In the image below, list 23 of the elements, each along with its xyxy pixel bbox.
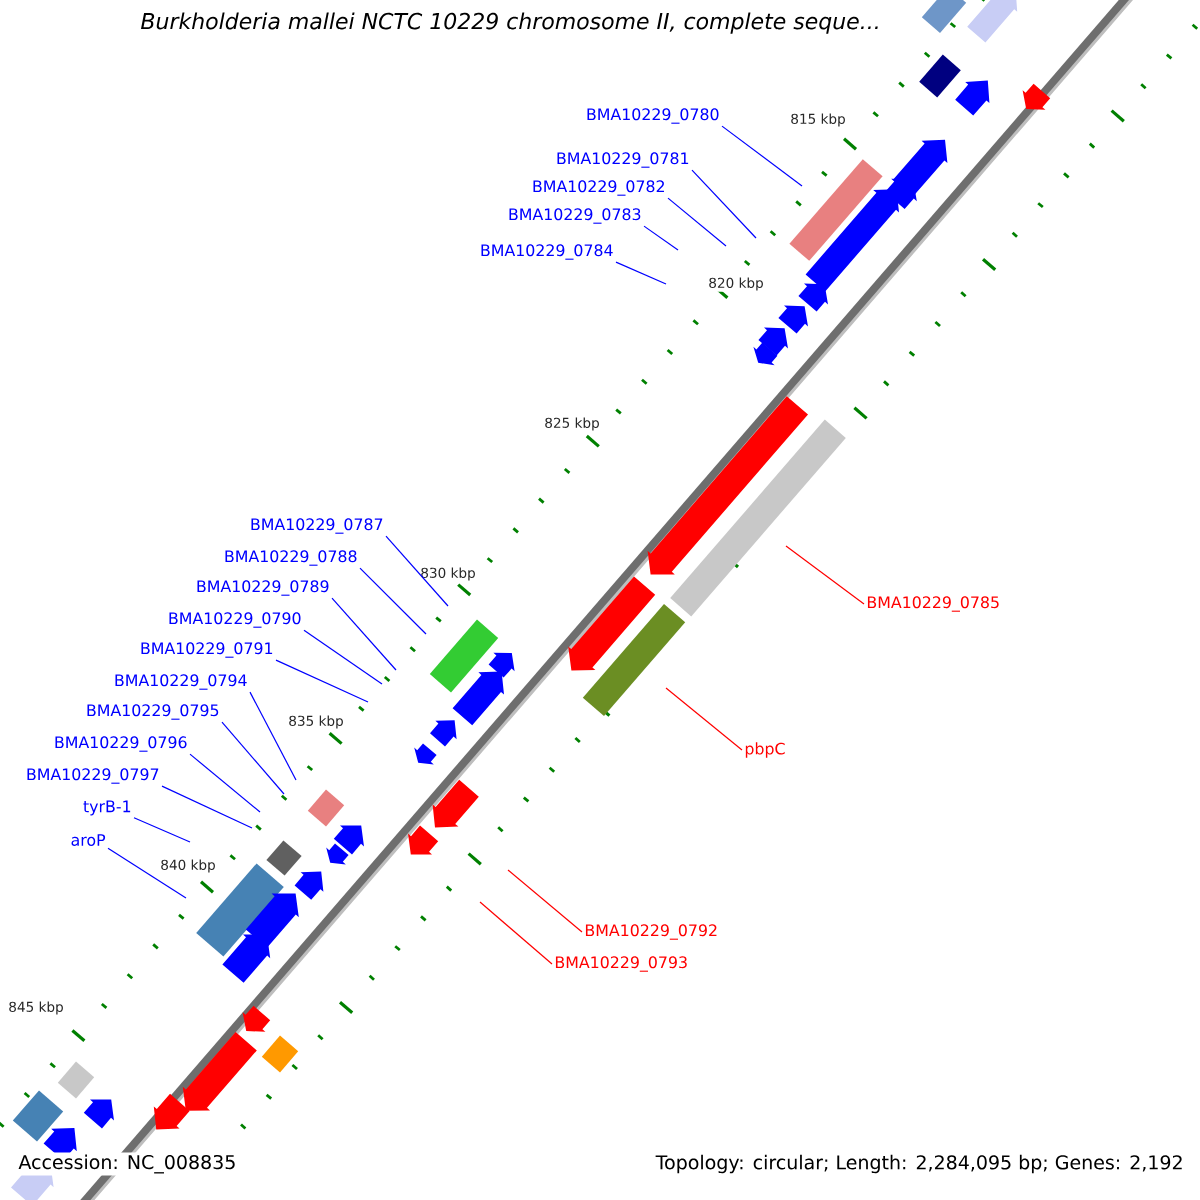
leader-line [691,169,757,239]
leader-line [189,753,261,813]
leader-line [161,785,253,829]
leader-line [665,687,743,751]
accession-text: Accession: NC_008835 [16,1152,239,1176]
leader-line [721,125,803,187]
leader-line [107,847,187,899]
leader-line [507,869,583,933]
title: Burkholderia mallei NCTC 10229 chromosome II, complete seque... [141,12,878,34]
leader-line [221,721,285,795]
leader-line [359,567,427,635]
leader-line [385,535,449,607]
leader-line [785,545,865,605]
leader-line [479,901,553,965]
leader-line [667,197,727,247]
summary-text: Topology: circular; Length: 2,284,095 bp; Genes: 2,192 [653,1152,1186,1176]
leader-line [249,691,297,781]
leader-line [133,817,191,843]
leader-line [615,261,667,285]
leader-line [275,659,369,703]
leader-line [643,225,679,251]
leader-line [303,629,383,685]
leader-line [331,597,397,671]
